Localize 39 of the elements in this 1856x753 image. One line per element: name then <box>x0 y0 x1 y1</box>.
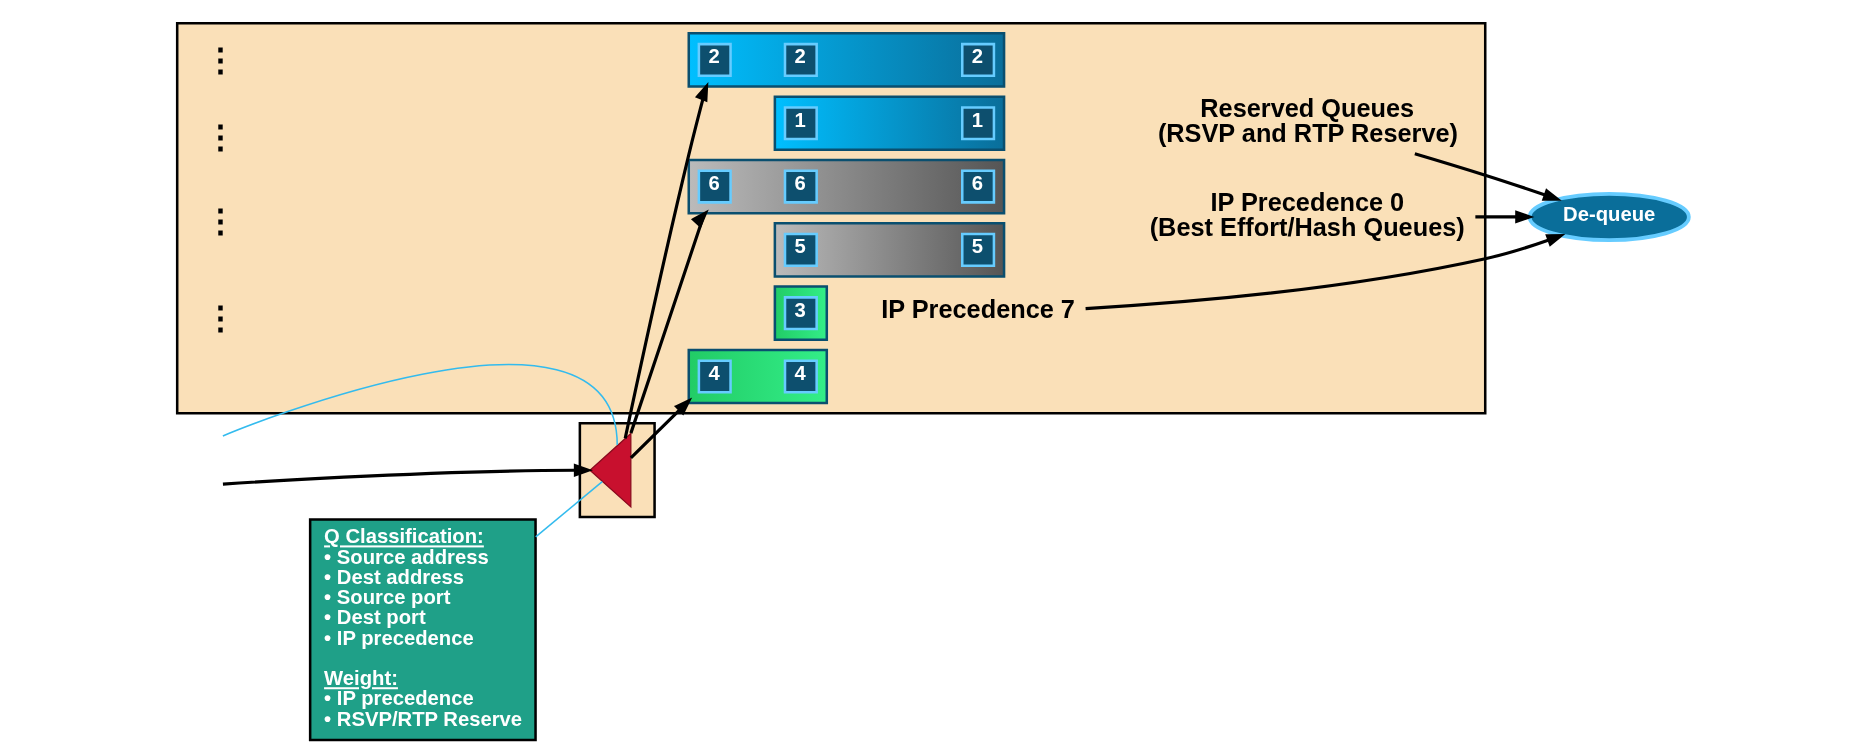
node-box: 5 <box>783 232 818 267</box>
cluster <box>687 32 1006 88</box>
node-box: 4 <box>697 359 732 394</box>
node-box: 1 <box>783 106 818 141</box>
label: ⋮ <box>204 41 238 79</box>
node-box: 6 <box>961 169 996 204</box>
label: ⋮ <box>204 300 238 338</box>
cluster <box>773 222 1006 278</box>
arrow <box>623 82 709 439</box>
node-box: 6 <box>783 169 818 204</box>
node-ellipse: De-queue <box>1527 191 1691 242</box>
node-box: 4 <box>783 359 818 394</box>
arrow <box>1085 234 1566 311</box>
node-text: IP Precedence 7 <box>881 295 1075 324</box>
connector <box>534 480 603 538</box>
cluster <box>578 422 656 519</box>
node-text: Reserved Queues (RSVP and RTP Reserve) <box>1157 93 1459 148</box>
arrow <box>1475 210 1535 224</box>
cluster <box>773 285 829 342</box>
node-box: Q Classification: • Source address • Dest address • Source port • Dest port • IP precedence Weight: • IP precedence • RSVP/RTP Reserve <box>308 518 537 742</box>
arrow <box>629 209 709 434</box>
node-box: 5 <box>961 232 996 267</box>
cluster <box>687 158 1006 215</box>
node-box: 2 <box>783 42 818 78</box>
cluster <box>687 348 829 405</box>
node-box: 2 <box>697 42 732 78</box>
arrow <box>629 397 693 460</box>
node-text: IP Precedence 0 (Best Effort/Hash Queues) <box>1149 187 1465 241</box>
arrow <box>222 463 593 486</box>
arrow <box>1414 152 1562 201</box>
node-box: 6 <box>697 169 732 204</box>
node-box: 2 <box>961 42 996 78</box>
node-box: 1 <box>961 106 996 141</box>
node-triangle <box>589 432 632 509</box>
label: ⋮ <box>204 202 238 240</box>
label: ⋮ <box>204 118 238 156</box>
node-box: 3 <box>783 296 818 331</box>
connector <box>222 363 618 446</box>
cluster <box>773 95 1006 152</box>
